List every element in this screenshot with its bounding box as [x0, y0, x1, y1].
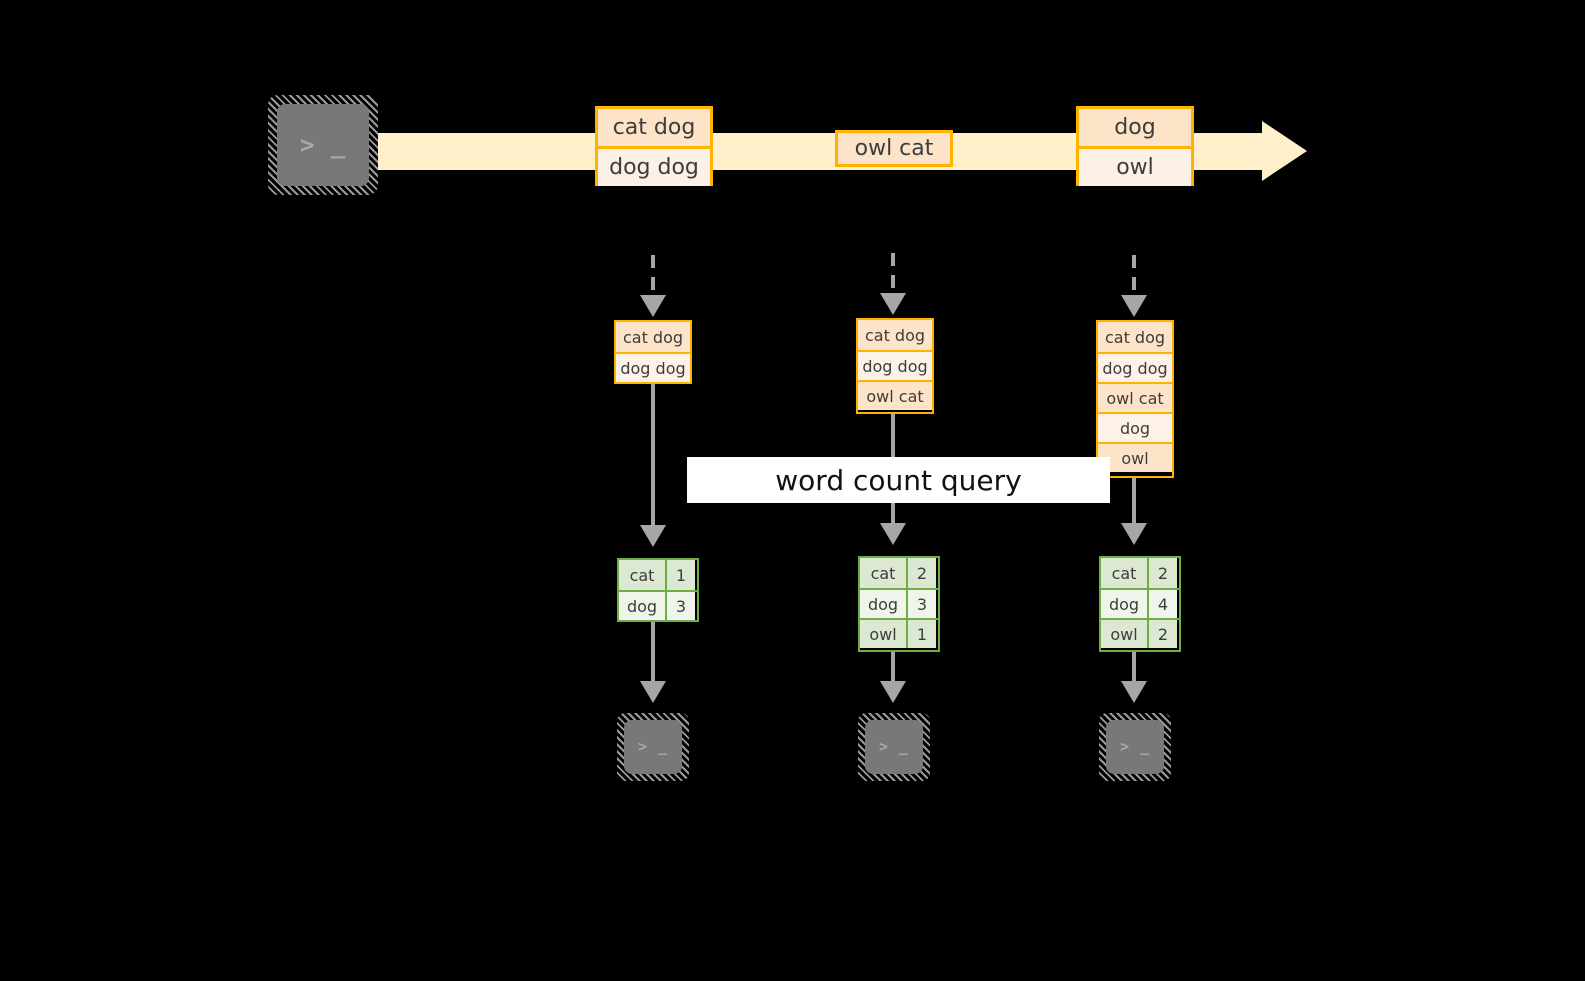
result-row: dog 3: [619, 590, 697, 620]
output-arrowhead-3: [1121, 681, 1147, 703]
result-table-2[interactable]: cat 2 dog 3 owl 1: [858, 556, 940, 652]
result-row: owl 1: [860, 618, 938, 648]
result-word: dog: [860, 590, 906, 618]
result-count: 3: [665, 592, 695, 620]
result-word: owl: [860, 620, 906, 648]
stream-message-2[interactable]: owl cat: [835, 130, 953, 167]
output-connector-1: [651, 622, 655, 684]
result-count: 3: [906, 590, 936, 618]
output-connector-2: [891, 652, 895, 684]
log-snapshot-3[interactable]: cat dog dog dog owl cat dog owl: [1096, 320, 1174, 478]
result-count: 2: [906, 558, 936, 588]
log-entry: cat dog: [1098, 322, 1172, 352]
stream-message-3[interactable]: dog owl: [1076, 106, 1194, 186]
log-entry: owl: [1098, 442, 1172, 472]
result-row: cat 1: [619, 560, 697, 590]
producer-terminal-icon[interactable]: > _: [268, 95, 378, 195]
query-connector-1: [651, 384, 655, 528]
query-arrowhead-1: [640, 525, 666, 547]
stream-ribbon-arrowhead: [1262, 121, 1307, 181]
log-entry: dog: [1098, 412, 1172, 442]
result-count: 1: [906, 620, 936, 648]
result-count: 2: [1147, 558, 1177, 588]
result-row: dog 3: [860, 588, 938, 618]
result-table-1[interactable]: cat 1 dog 3: [617, 558, 699, 622]
snapshot-tap-arrowhead-3: [1121, 295, 1147, 317]
log-entry: dog dog: [858, 350, 932, 380]
snapshot-tap-connector-2: [891, 253, 895, 296]
stream-message-line: dog dog: [598, 146, 710, 186]
stream-message-1[interactable]: cat dog dog dog: [595, 106, 713, 186]
result-row: owl 2: [1101, 618, 1179, 648]
result-count: 1: [665, 560, 695, 590]
result-word: cat: [860, 558, 906, 588]
stream-message-line: owl: [1079, 146, 1191, 186]
log-entry: owl cat: [858, 380, 932, 410]
terminal-prompt-icon: > _: [637, 737, 669, 756]
log-entry: cat dog: [858, 320, 932, 350]
consumer-terminal-icon-1[interactable]: > _: [617, 713, 689, 781]
query-arrowhead-3: [1121, 523, 1147, 545]
result-count: 4: [1147, 590, 1177, 618]
query-arrowhead-2: [880, 523, 906, 545]
result-word: dog: [1101, 590, 1147, 618]
terminal-prompt-icon: > _: [1119, 737, 1151, 756]
consumer-terminal-icon-3[interactable]: > _: [1099, 713, 1171, 781]
snapshot-tap-connector-1: [651, 255, 655, 300]
result-table-3[interactable]: cat 2 dog 4 owl 2: [1099, 556, 1181, 652]
query-connector-3: [1132, 478, 1136, 526]
result-word: dog: [619, 592, 665, 620]
terminal-prompt-icon: > _: [299, 131, 347, 159]
consumer-terminal-screen: > _: [624, 720, 682, 774]
stream-message-line: dog: [1079, 109, 1191, 146]
consumer-terminal-screen: > _: [1106, 720, 1164, 774]
log-snapshot-1[interactable]: cat dog dog dog: [614, 320, 692, 384]
result-row: dog 4: [1101, 588, 1179, 618]
consumer-terminal-screen: > _: [865, 720, 923, 774]
result-row: cat 2: [1101, 558, 1179, 588]
consumer-terminal-icon-2[interactable]: > _: [858, 713, 930, 781]
snapshot-tap-connector-3: [1132, 255, 1136, 300]
stream-message-line: owl cat: [838, 133, 950, 164]
result-row: cat 2: [860, 558, 938, 588]
output-arrowhead-1: [640, 681, 666, 703]
producer-terminal-screen: > _: [277, 104, 369, 186]
result-word: cat: [1101, 558, 1147, 588]
log-entry: cat dog: [616, 322, 690, 352]
log-entry: owl cat: [1098, 382, 1172, 412]
log-entry: dog dog: [616, 352, 690, 382]
terminal-prompt-icon: > _: [878, 737, 910, 756]
result-word: owl: [1101, 620, 1147, 648]
result-word: cat: [619, 560, 665, 590]
output-arrowhead-2: [880, 681, 906, 703]
stream-message-line: cat dog: [598, 109, 710, 146]
log-snapshot-2[interactable]: cat dog dog dog owl cat: [856, 318, 934, 414]
snapshot-tap-arrowhead-2: [880, 293, 906, 315]
result-count: 2: [1147, 620, 1177, 648]
query-label: word count query: [687, 457, 1110, 503]
snapshot-tap-arrowhead-1: [640, 295, 666, 317]
log-entry: dog dog: [1098, 352, 1172, 382]
output-connector-3: [1132, 652, 1136, 684]
